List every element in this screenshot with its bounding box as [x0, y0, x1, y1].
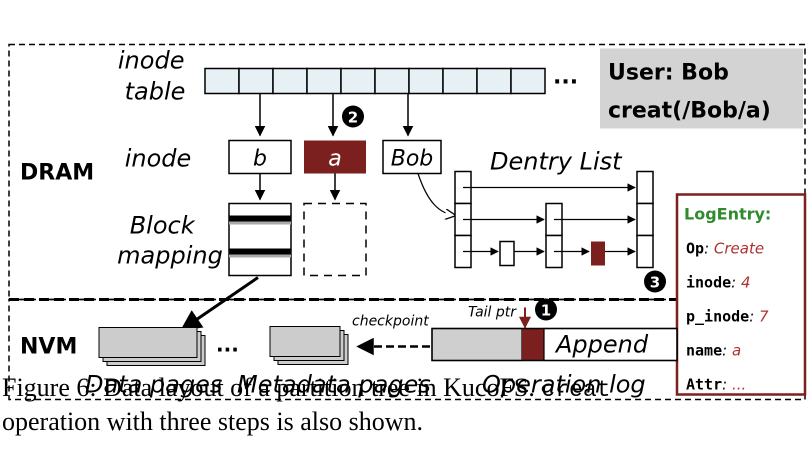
step-2-badge — [342, 105, 364, 128]
block-mapping-label: Block mapping — [117, 212, 223, 270]
log-entry-field-separator: : — [722, 342, 732, 360]
figure-caption: Figure 6: Data layout of a partition tre… — [2, 372, 808, 438]
data-pages-label: Data pages — [85, 371, 222, 399]
dram-region — [8, 43, 806, 301]
inode-box-b — [228, 139, 292, 175]
inode-box-a-label: a — [328, 147, 341, 172]
log-entry-field-key: Attr — [686, 376, 722, 394]
inode-table-label: inode table — [118, 47, 192, 106]
checkpoint-label: checkpoint — [352, 314, 429, 330]
inode-table-cell — [510, 67, 546, 95]
caption-mid: . — [528, 373, 542, 402]
pages-ellipsis: ... — [216, 333, 239, 357]
log-entry-field: Op: Create — [686, 240, 764, 258]
inode-box-bob-label: Bob — [391, 147, 434, 172]
log-entry-field-key: name — [686, 342, 722, 360]
inode-label: inode — [125, 145, 192, 173]
log-entry-field-separator: : — [749, 308, 759, 326]
inode-table-cell — [238, 67, 274, 95]
log-entry-field-value: 7 — [759, 308, 769, 326]
log-entry-field: name: a — [686, 342, 741, 360]
log-entry-field-separator: : — [704, 240, 714, 258]
user-box-line2: creat(/Bob/a) — [608, 99, 771, 124]
log-entry-field-separator: : — [722, 376, 732, 394]
inode-table-cell — [272, 67, 308, 95]
log-entry-field-value: a — [732, 342, 741, 360]
data-pages — [98, 327, 206, 366]
log-entry-field: p_inode: 7 — [686, 308, 769, 326]
block-mapping-a — [303, 202, 367, 277]
user-box — [600, 48, 803, 129]
inode-table-cell — [476, 67, 512, 95]
user-box-line1: User: Bob — [608, 61, 729, 86]
inode-table-cell — [374, 67, 410, 95]
log-entry-field-value: Create — [714, 240, 764, 258]
inode-table — [204, 67, 546, 95]
append-label: Append — [554, 331, 649, 359]
dram-label: DRAM — [20, 161, 94, 186]
step-1-badge — [535, 298, 557, 321]
inode-table-cell — [340, 67, 376, 95]
inode-table-cell — [306, 67, 342, 95]
step-3-badge — [644, 270, 666, 293]
log-entry-field: Attr: ... — [686, 376, 746, 394]
log-entry-box — [675, 193, 807, 396]
log-entry-field-key: inode — [686, 274, 731, 292]
metadata-pages — [269, 326, 349, 365]
inode-table-cell — [408, 67, 444, 95]
step-1-number: 1 — [541, 302, 551, 320]
step-3-number: 3 — [650, 274, 660, 292]
log-entry-field-key: Op — [686, 240, 704, 258]
caption-line2: operation with three steps is also shown… — [2, 407, 423, 436]
block-mapping-b — [228, 202, 292, 277]
step-2-number: 2 — [348, 109, 358, 127]
inode-box-bob — [382, 139, 442, 175]
inode-box-a — [304, 140, 366, 174]
inode-table-ellipsis: ... — [553, 65, 578, 90]
metadata-pages-label: Metadata pages — [237, 371, 431, 399]
log-entry-title: LogEntry: — [684, 205, 771, 224]
operation-log — [431, 327, 678, 362]
caption-prefix: Figure 6: Data layout of a partition tre… — [2, 373, 444, 402]
dentry-list — [417, 170, 654, 269]
operation-log-label: Operation log — [482, 371, 646, 399]
caption-code: creat — [541, 377, 611, 403]
inode-table-cell — [204, 67, 240, 95]
nvm-label: NVM — [20, 335, 77, 360]
caption-system: KucoFS — [443, 373, 529, 402]
log-entry-field-key: p_inode — [686, 308, 749, 326]
dentry-list-label: Dentry List — [490, 148, 623, 176]
inode-box-b-label: b — [253, 147, 267, 172]
log-entry-field-value: 4 — [741, 274, 751, 292]
tail-ptr-label: Tail ptr — [468, 305, 517, 321]
log-entry-field: inode: 4 — [686, 274, 751, 292]
log-entry-field-value: ... — [732, 376, 746, 394]
inode-table-cell — [442, 67, 478, 95]
arrow-block-to-data-pages — [180, 276, 259, 331]
log-entry-field-separator: : — [731, 274, 741, 292]
